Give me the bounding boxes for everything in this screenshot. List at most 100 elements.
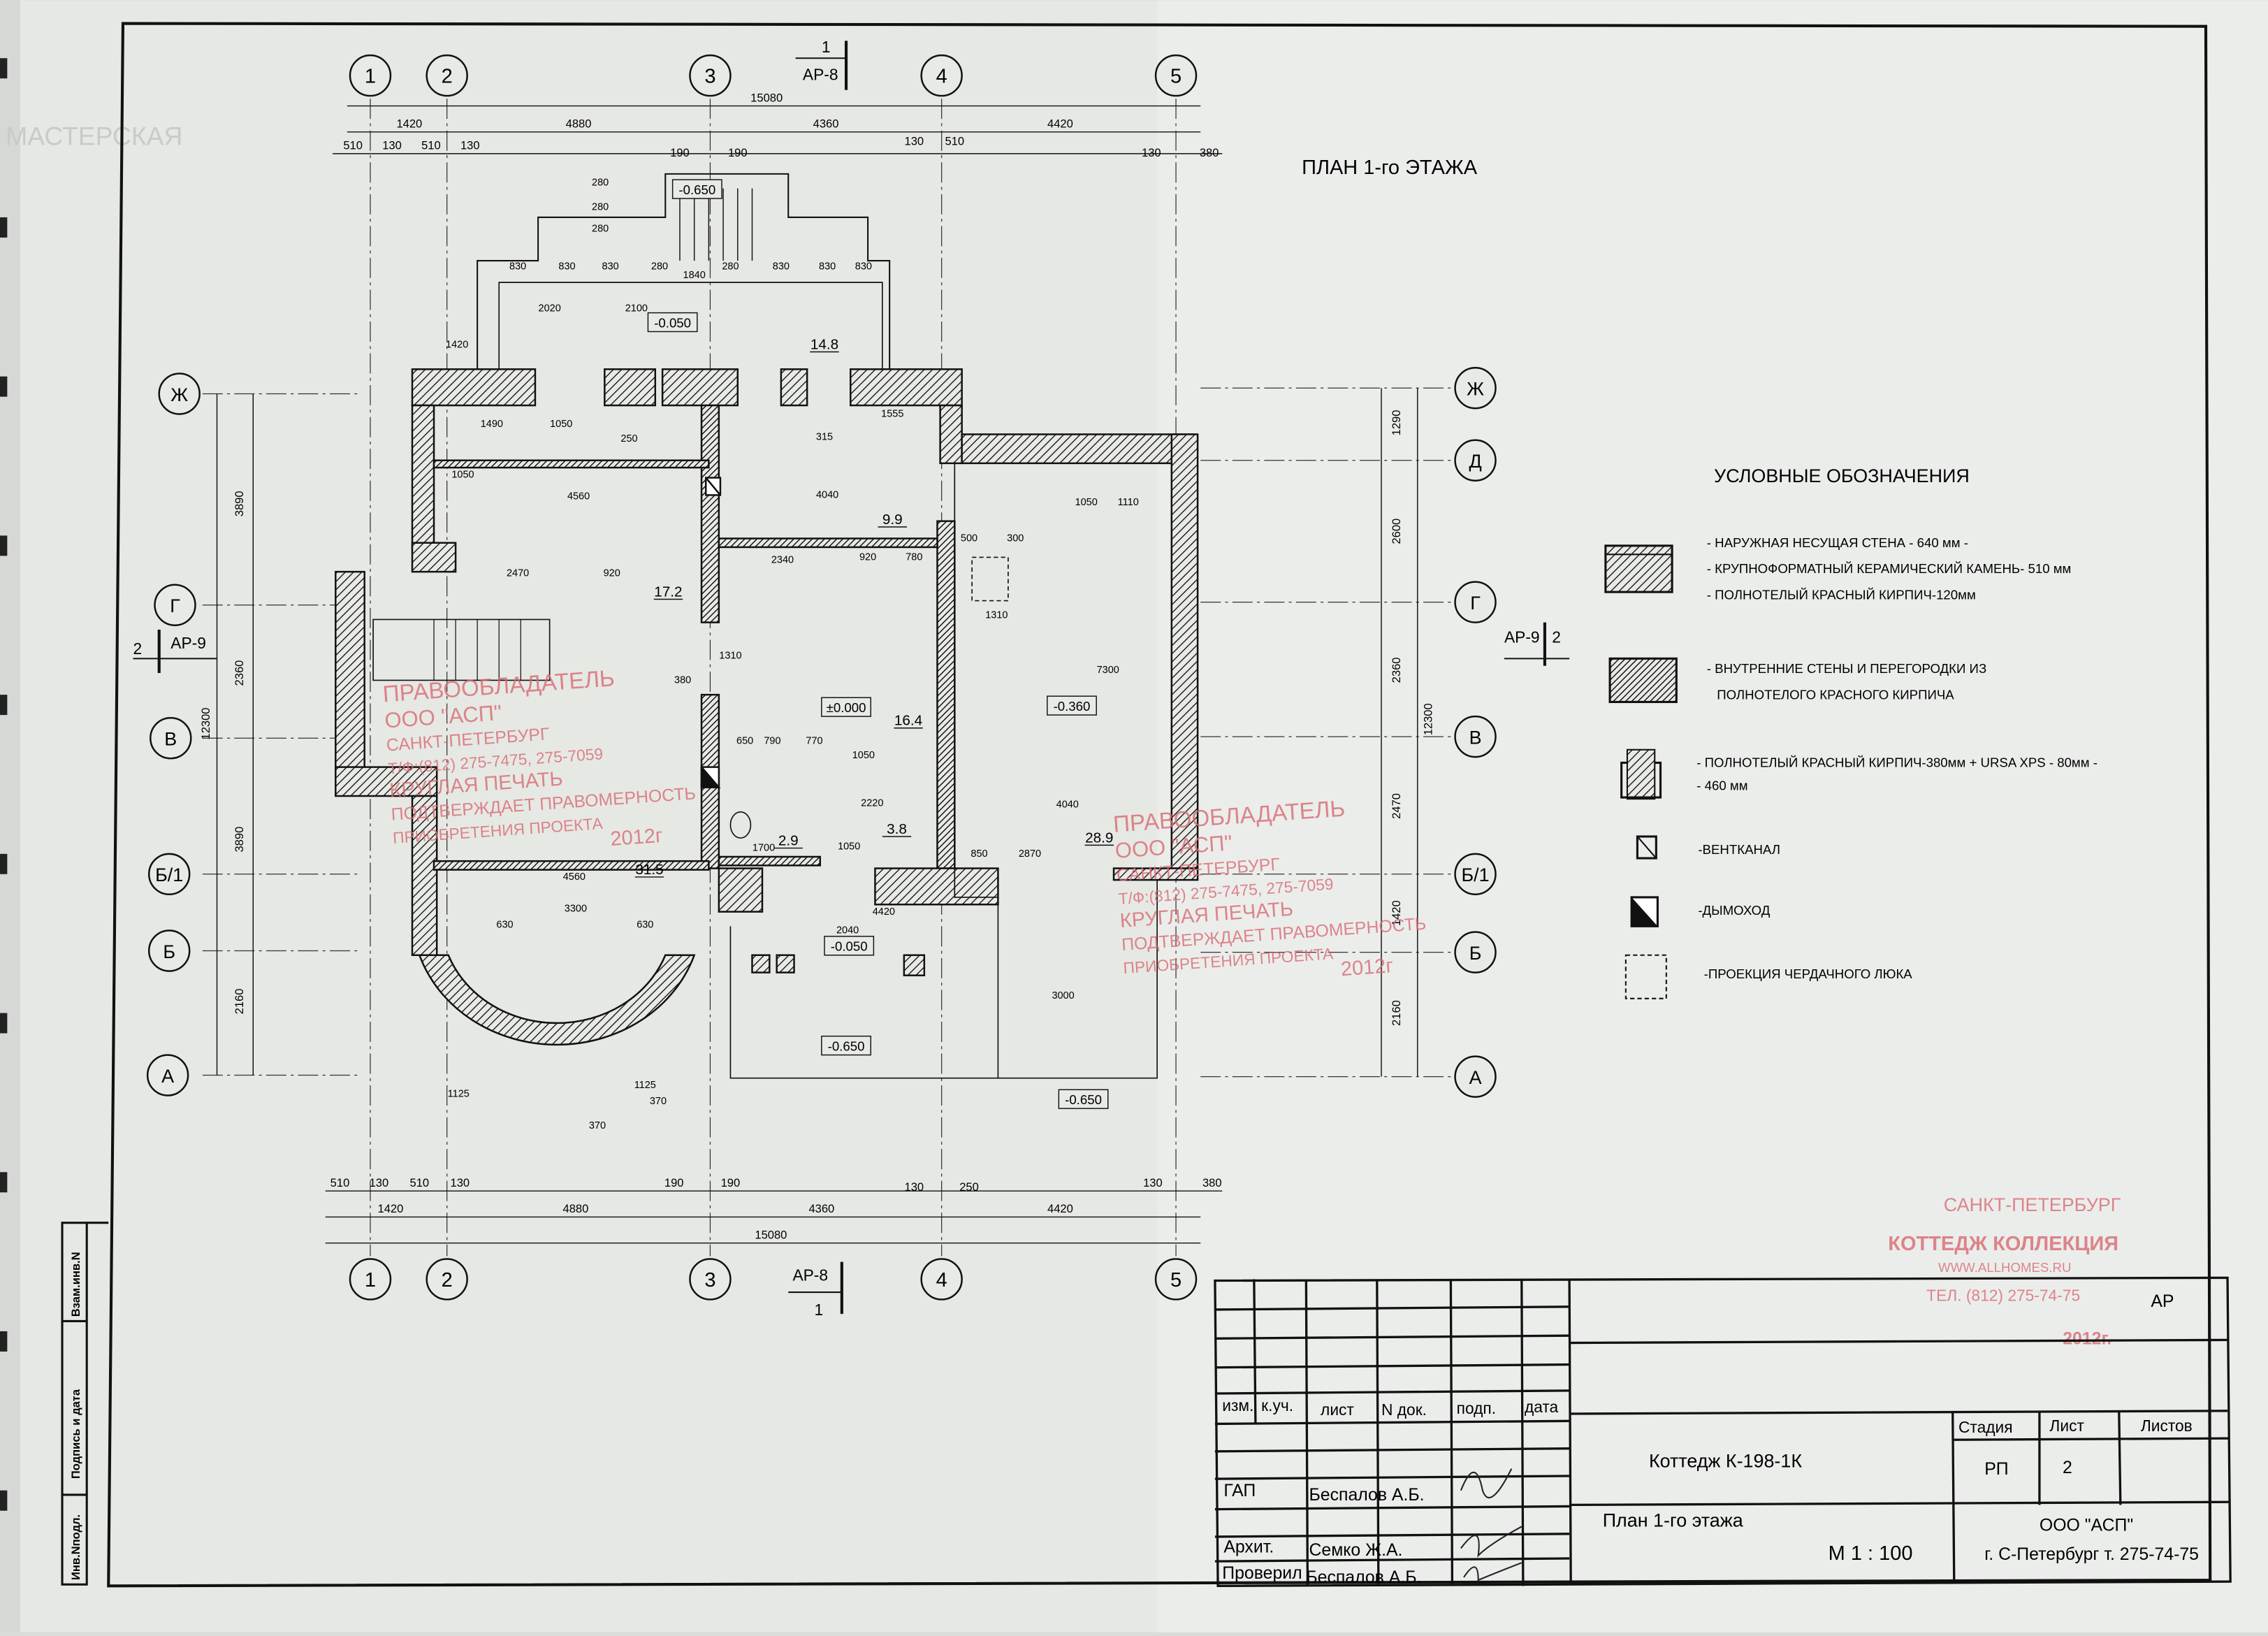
dimension-label: 2360: [1390, 658, 1403, 683]
axis-bubble: [426, 54, 468, 97]
dimension-label: 4420: [873, 906, 895, 918]
svg-text:АР-8: АР-8: [792, 1266, 828, 1284]
svg-text:ТЕЛ. (812) 275-74-75: ТЕЛ. (812) 275-74-75: [1926, 1287, 2080, 1305]
dimension-label: 510: [330, 1176, 350, 1189]
dimension-label: 380: [674, 675, 691, 686]
level-mark-box: [1058, 1089, 1109, 1109]
dimension-label: 4360: [813, 117, 839, 131]
axis-bubble: [150, 716, 192, 760]
dimension-label: 1420: [378, 1202, 404, 1215]
dimension-label: 1420: [1390, 900, 1403, 926]
side-stamp: Взам.инв.N Подпись и дата Инв.Nподл.: [61, 1222, 109, 1586]
level-mark: -0.360: [1054, 699, 1091, 714]
svg-text:N док.: N док.: [1381, 1400, 1427, 1419]
svg-text:Беспалов А.Б.: Беспалов А.Б.: [1306, 1568, 1421, 1587]
company-address: г. С-Петербург т. 275-74-75: [1984, 1545, 2199, 1564]
room-area: 28.9: [1085, 830, 1113, 846]
axis-label: 5: [1170, 65, 1182, 87]
dimension-label: 630: [496, 919, 513, 930]
dimension-label: 130: [460, 139, 480, 152]
dimension-label: 15080: [750, 91, 783, 104]
svg-text:-ДЫМОХОД: -ДЫМОХОД: [1698, 903, 1770, 918]
axis-label: Б: [163, 941, 175, 962]
dimension-label: 130: [382, 139, 402, 152]
svg-text:- 460 мм: - 460 мм: [1696, 779, 1747, 793]
doc-code: АР: [2151, 1292, 2174, 1311]
level-mark-box: [821, 1035, 871, 1056]
dimension-label: 2360: [233, 660, 246, 686]
room-labels: 17.214.89.916.431.52.93.828.9±0.000-0.36…: [634, 179, 1114, 1109]
dimension-label: 3890: [233, 827, 246, 853]
dimension-label: 1290: [1390, 410, 1403, 436]
dimension-label: 4040: [1056, 799, 1079, 811]
attic-hatch-icon: [971, 556, 1009, 602]
dimension-label: 4420: [1047, 1202, 1073, 1215]
dimension-label: 770: [806, 735, 822, 746]
axis-bubble: [689, 1258, 732, 1301]
axis-bubble: [147, 853, 191, 896]
stamp-line: 2012г: [609, 825, 663, 850]
legend-title: УСЛОВНЫЕ ОБОЗНАЧЕНИЯ: [1714, 465, 1970, 486]
dimension-label: 2600: [1390, 519, 1403, 544]
dimension-label: 130: [451, 1176, 470, 1189]
svg-text:-ВЕНТКАНАЛ: -ВЕНТКАНАЛ: [1698, 842, 1780, 857]
dimension-label: 1420: [446, 339, 468, 350]
svg-text:- КРУПНОФОРМАТНЫЙ КЕРАМИЧЕСКИЙ: - КРУПНОФОРМАТНЫЙ КЕРАМИЧЕСКИЙ КАМЕНЬ- 5…: [1707, 561, 2072, 576]
level-mark-box: [671, 179, 722, 199]
dimension-label: 2160: [233, 989, 246, 1015]
dimension-label: 4880: [566, 117, 592, 131]
room-area: 31.5: [635, 862, 663, 878]
dimension-label: 1050: [550, 419, 572, 430]
dimension-label: 4880: [563, 1202, 589, 1215]
dimension-label: 1050: [451, 470, 474, 481]
axis-label: В: [1469, 727, 1482, 748]
axis-bubble: [1454, 931, 1497, 973]
axis-label: Ж: [170, 384, 188, 405]
room-area: 17.2: [654, 584, 682, 600]
dimension-label: 12300: [1421, 703, 1434, 735]
axis-label: 2: [442, 1269, 453, 1291]
axis-label: 1: [365, 65, 376, 87]
dimension-label: 830: [773, 261, 790, 272]
side-stamp-label: Подпись и дата: [69, 1389, 82, 1479]
svg-text:Стадия: Стадия: [1958, 1418, 2013, 1436]
axis-bubble: [147, 929, 191, 972]
room-area: 16.4: [894, 713, 922, 729]
dimension-label: 650: [736, 735, 753, 746]
company: ООО "АСП": [2040, 1516, 2133, 1535]
dimension-label: 12300: [199, 708, 212, 740]
level-mark-box: [824, 936, 875, 956]
side-stamp-label: Инв.Nподл.: [69, 1514, 82, 1580]
dimension-label: 4560: [567, 491, 590, 502]
legend-icon-chimney: [1630, 896, 1659, 927]
svg-text:1: 1: [814, 1301, 823, 1319]
room-area: 3.8: [887, 821, 907, 837]
axis-bubble: [1454, 439, 1497, 482]
drawing-title: ПЛАН 1-го ЭТАЖА: [1302, 157, 1478, 179]
axis-label: А: [161, 1066, 174, 1087]
axis-label: Б: [1469, 943, 1482, 964]
dimension-label: 250: [959, 1180, 979, 1194]
svg-text:АР-8: АР-8: [803, 65, 838, 83]
axis-bubble: [146, 1054, 189, 1096]
dimension-label: 130: [905, 134, 924, 147]
dimension-label: 1840: [683, 270, 706, 281]
dimension-label: 1555: [881, 409, 903, 420]
dimension-label: 190: [721, 1176, 741, 1189]
level-mark: -0.650: [1065, 1092, 1102, 1107]
dimension-label: 4560: [563, 871, 586, 883]
axis-label: Д: [1469, 451, 1481, 472]
svg-text:Лист: Лист: [2049, 1417, 2084, 1435]
sheet-name: План 1-го этажа: [1603, 1510, 1743, 1530]
axis-label: 1: [365, 1269, 376, 1291]
axis-bubble: [1154, 54, 1198, 97]
stamp-line: 2012г: [1340, 955, 1394, 980]
dimension-label: 2870: [1019, 848, 1041, 860]
dimension-label: 315: [816, 432, 833, 443]
dimension-label: 920: [604, 567, 620, 579]
dimension-label: 280: [592, 202, 609, 213]
sheet-frame: [107, 22, 2212, 1588]
dimension-label: 1310: [719, 650, 741, 661]
title-block-text: АР изм. к.уч. лист N док. подп. дата ГАП…: [1222, 1292, 2199, 1587]
